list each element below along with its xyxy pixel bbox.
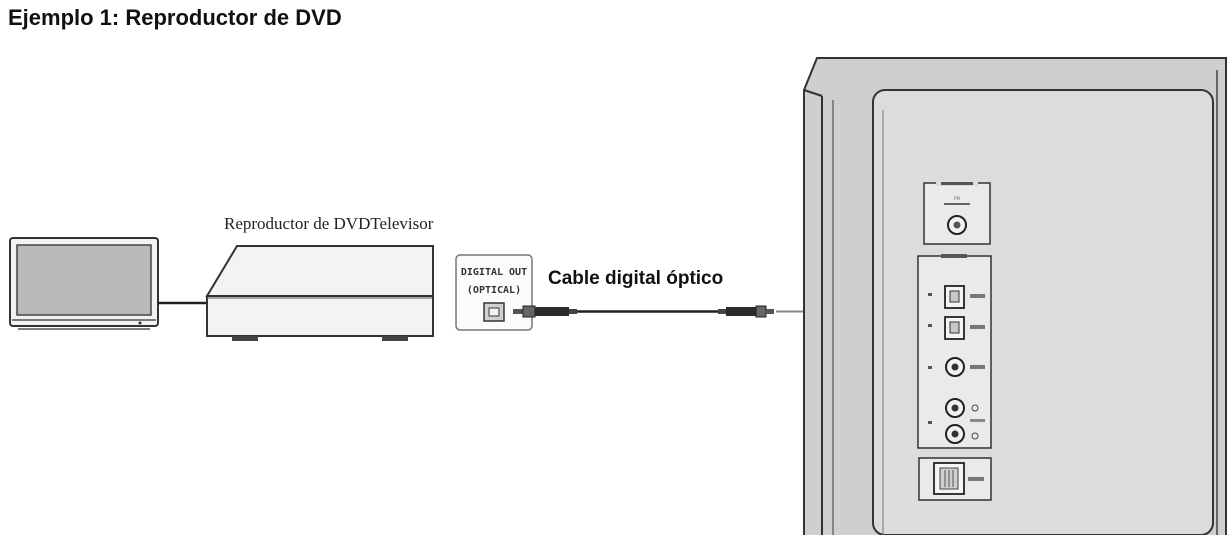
cable-label: Cable digital óptico	[548, 268, 724, 289]
svg-text:FM: FM	[954, 196, 960, 201]
port-label-line2: (OPTICAL)	[467, 285, 521, 296]
television	[9, 237, 159, 330]
port-label-line1: DIGITAL OUT	[461, 267, 527, 278]
page-title: Ejemplo 1: Reproductor de DVD	[8, 5, 342, 30]
dvd-player	[205, 245, 434, 341]
digital-out-port: DIGITAL OUT (OPTICAL)	[455, 254, 533, 331]
dvd-player-label: Reproductor de DVDTelevisor	[224, 214, 434, 233]
receiver-rear-panel: FM	[803, 57, 1227, 535]
